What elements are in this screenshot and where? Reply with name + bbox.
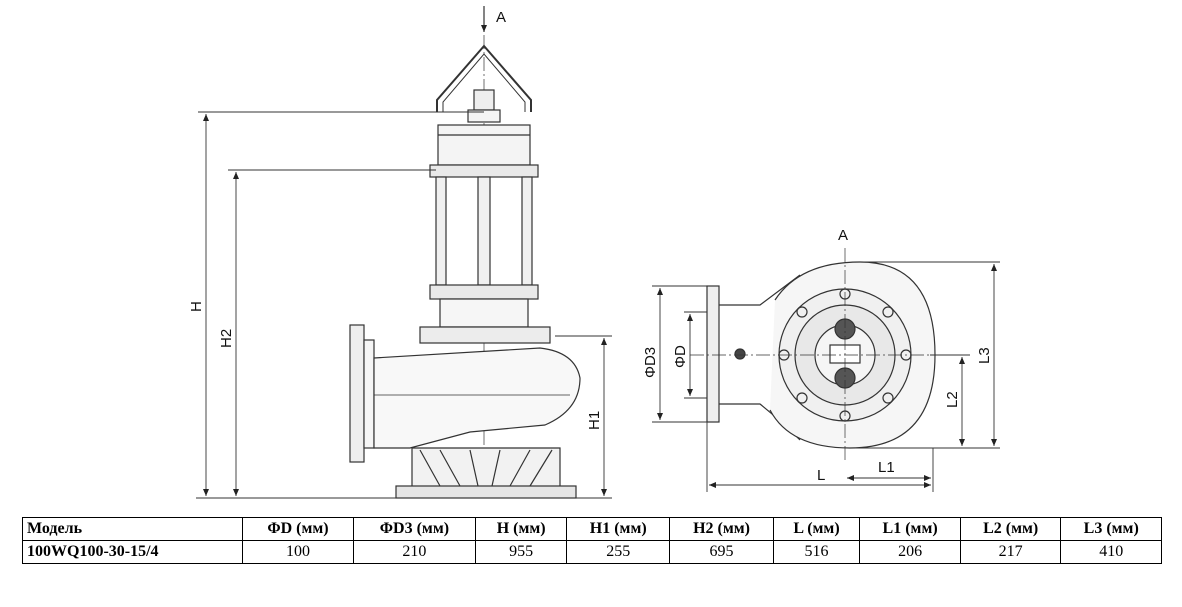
- table-cell: 410: [1060, 540, 1162, 564]
- header-cell: L3 (мм): [1060, 517, 1162, 541]
- header-cell: L1 (мм): [859, 517, 961, 541]
- section-label-plan: A: [838, 227, 848, 244]
- table-header-row: Модель ΦD (мм) ΦD3 (мм) H (мм) H1 (мм) H…: [21, 517, 1162, 541]
- dim-label-H1: H1: [586, 411, 603, 430]
- front-view: [349, 6, 581, 499]
- header-cell: ΦD3 (мм): [352, 517, 477, 541]
- header-cell: H1 (мм): [566, 517, 671, 541]
- header-cell: L (мм): [772, 517, 861, 541]
- plan-view: [690, 248, 950, 462]
- table-cell: 210: [352, 540, 477, 564]
- front-dimensions: [196, 111, 612, 499]
- dim-label-L2: L2: [944, 391, 961, 408]
- table-cell: 955: [475, 540, 568, 564]
- table-cell: 100WQ100-30-15/4: [21, 540, 244, 564]
- dim-label-H2: H2: [218, 329, 235, 348]
- dim-label-L3: L3: [976, 347, 993, 364]
- dimensions-table: Модель ΦD (мм) ΦD3 (мм) H (мм) H1 (мм) H…: [21, 517, 1162, 564]
- pump-dimension-drawing: A H H2 H1: [188, 6, 1000, 499]
- table-cell: 100: [242, 540, 354, 564]
- table-cell: 206: [859, 540, 961, 564]
- table-cell: 217: [959, 540, 1062, 564]
- dim-label-D: ΦD: [672, 345, 689, 368]
- header-cell: L2 (мм): [959, 517, 1062, 541]
- dim-label-D3: ΦD3: [642, 347, 659, 378]
- plan-dimensions: [652, 261, 1000, 492]
- table-cell: 255: [566, 540, 671, 564]
- section-label-top: A: [496, 9, 506, 26]
- table-row: 100WQ100-30-15/4 100 210 955 255 695 516…: [21, 540, 1162, 564]
- table-cell: 695: [669, 540, 774, 564]
- header-cell: Модель: [21, 517, 244, 541]
- dim-label-L1: L1: [878, 459, 895, 476]
- dim-label-L: L: [817, 467, 825, 484]
- table-cell: 516: [772, 540, 861, 564]
- header-cell: ΦD (мм): [242, 517, 354, 541]
- header-cell: H (мм): [475, 517, 568, 541]
- header-cell: H2 (мм): [669, 517, 774, 541]
- dim-label-H: H: [188, 301, 205, 312]
